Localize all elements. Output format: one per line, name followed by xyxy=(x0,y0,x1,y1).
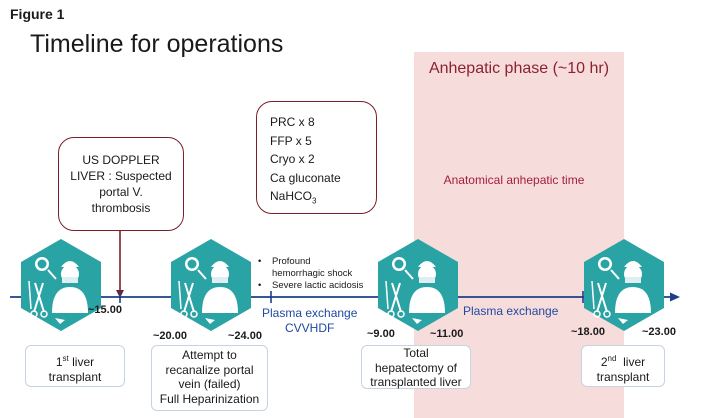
plasma-exchange-label-2: Plasma exchange xyxy=(463,304,559,318)
surgery-icon-3 xyxy=(377,238,459,332)
med-nahco3: NaHCO3 xyxy=(270,189,317,206)
time-label: ~24.00 xyxy=(228,330,262,342)
timeline-arrowhead xyxy=(670,292,680,302)
med-cryo: Cryo x 2 xyxy=(270,152,315,166)
figure-label: Figure 1 xyxy=(10,6,65,22)
med-ca-gluconate: Ca gluconate xyxy=(270,170,341,185)
time-label: ~20.00 xyxy=(153,330,187,342)
anatomical-anhepatic-time-label: Anatomical anhepatic time xyxy=(443,173,585,187)
event-second-transplant: 2nd liver transplant xyxy=(581,345,665,387)
time-label: ~9.00 xyxy=(367,328,395,340)
finding-acidosis: Severe lactic acidosis xyxy=(258,280,363,292)
med-ffp: FFP x 5 xyxy=(270,133,312,148)
med-prc: PRC x 8 xyxy=(270,115,315,129)
time-label: ~18.00 xyxy=(571,326,605,338)
page-title: Timeline for operations xyxy=(30,30,284,58)
time-label: ~23.00 xyxy=(642,326,676,338)
plasma-exchange-label-1: Plasma exchange xyxy=(262,306,358,320)
us-callout-line: LIVER : Suspected xyxy=(70,169,172,183)
us-doppler-callout: US DOPPLER LIVER : Suspected portal V. t… xyxy=(58,137,184,231)
surgery-icon-4 xyxy=(583,238,665,332)
anhepatic-phase-label: Anhepatic phase (~10 hr) xyxy=(428,60,610,77)
transfusion-callout: PRC x 8 FFP x 5 Cryo x 2 Ca gluconate Na… xyxy=(256,101,377,214)
surgery-icon-2 xyxy=(170,238,252,332)
event-recanalization-attempt: Attempt to recanalize portal vein (faile… xyxy=(151,345,268,411)
us-callout-line: portal V. xyxy=(99,185,143,199)
event-total-hepatectomy: Total hepatectomy of transplanted liver xyxy=(361,345,471,389)
cvvhdf-label: CVVHDF xyxy=(285,321,335,335)
us-callout-line: thrombosis xyxy=(91,201,151,215)
us-callout-line: US DOPPLER xyxy=(82,153,160,167)
time-label: ~11.00 xyxy=(430,328,464,340)
event-first-transplant: 1st liver transplant xyxy=(25,345,125,387)
time-label: ~15.00 xyxy=(88,304,122,316)
surgery-icon-1 xyxy=(20,238,102,332)
